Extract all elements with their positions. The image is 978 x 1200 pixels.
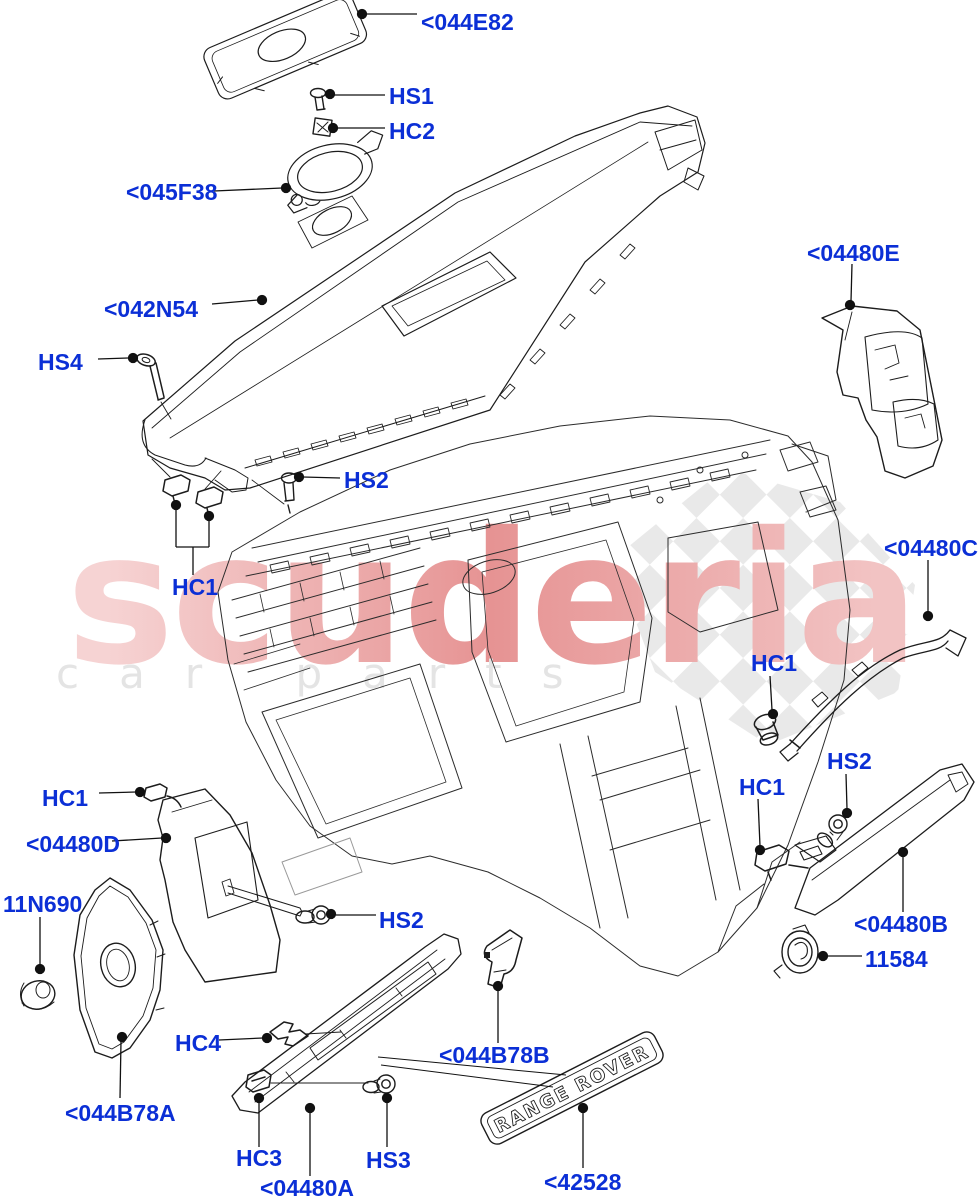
part-end-finisher-04480E [821, 305, 943, 479]
part-label-04480A: <04480A [260, 1175, 354, 1200]
part-label-042N54: <042N54 [104, 296, 198, 322]
part-label-045F38: <045F38 [126, 179, 218, 205]
part-label-044E82: <044E82 [421, 9, 514, 35]
part-label-11N690: 11N690 [3, 891, 82, 917]
part-label-HS2-c: HS2 [827, 748, 872, 774]
screw-HS2-lower-right [816, 814, 848, 848]
watermark-brand-text: scuderia [66, 493, 916, 705]
screw-HS2-middle [295, 905, 331, 925]
part-label-044B78A: <044B78A [65, 1100, 176, 1126]
part-label-HC1-a: HC1 [172, 574, 218, 600]
part-labels: <044E82HS1HC2<045F38<042N54HS4HS2HC1<044… [3, 9, 978, 1200]
part-bracket-044B78B [483, 929, 523, 989]
part-label-HS2-a: HS2 [344, 467, 389, 493]
clip-HC1-left [143, 783, 182, 808]
part-label-HS2-b: HS2 [379, 907, 424, 933]
part-speaker-grille-044E82 [203, 0, 368, 100]
watermark-tagline-text: car parts [56, 649, 603, 698]
clip-HC4 [269, 1021, 342, 1047]
part-label-044B78B: <044B78B [439, 1042, 550, 1068]
instrument-panel-structure [217, 415, 851, 977]
part-label-HC1-d: HC1 [739, 774, 785, 800]
part-side-panel-044B78A [73, 877, 166, 1059]
screw-HS1 [309, 87, 327, 111]
part-label-HS3: HS3 [366, 1147, 411, 1173]
part-label-HS4: HS4 [38, 349, 83, 375]
part-label-HS1: HS1 [389, 83, 434, 109]
part-label-HC2: HC2 [389, 118, 435, 144]
part-label-42528: <42528 [544, 1169, 622, 1195]
watermark: scuderia car parts [56, 468, 919, 745]
clip-HC3 [245, 1069, 369, 1093]
part-dash-top-panel-042N54 [141, 105, 706, 493]
part-knob-11N690 [20, 980, 56, 1010]
part-label-HC4: HC4 [175, 1030, 221, 1056]
part-grommet-11584 [773, 924, 819, 979]
screw-HS4 [136, 353, 172, 420]
clip-HC1-bottom-right [754, 844, 809, 881]
part-trim-strip-04480A [231, 933, 462, 1114]
part-end-finisher-04480D [157, 788, 303, 983]
part-curved-finisher-04480C [779, 629, 967, 762]
screw-HS3 [362, 1074, 396, 1094]
part-label-11584: 11584 [865, 946, 928, 972]
part-speaker-ring-045F38 [287, 130, 384, 214]
part-label-04480D: <04480D [26, 831, 120, 857]
checkered-flag-watermark [612, 468, 915, 745]
part-label-HC1-c: HC1 [42, 785, 88, 811]
part-label-04480B: <04480B [854, 911, 948, 937]
part-label-04480E: <04480E [807, 240, 900, 266]
part-label-HC3: HC3 [236, 1145, 282, 1171]
part-lower-panel-04480B [794, 763, 975, 916]
part-label-HC1-b: HC1 [751, 650, 797, 676]
part-label-04480C: <04480C [884, 535, 978, 561]
leader-lines [34, 8, 934, 1176]
